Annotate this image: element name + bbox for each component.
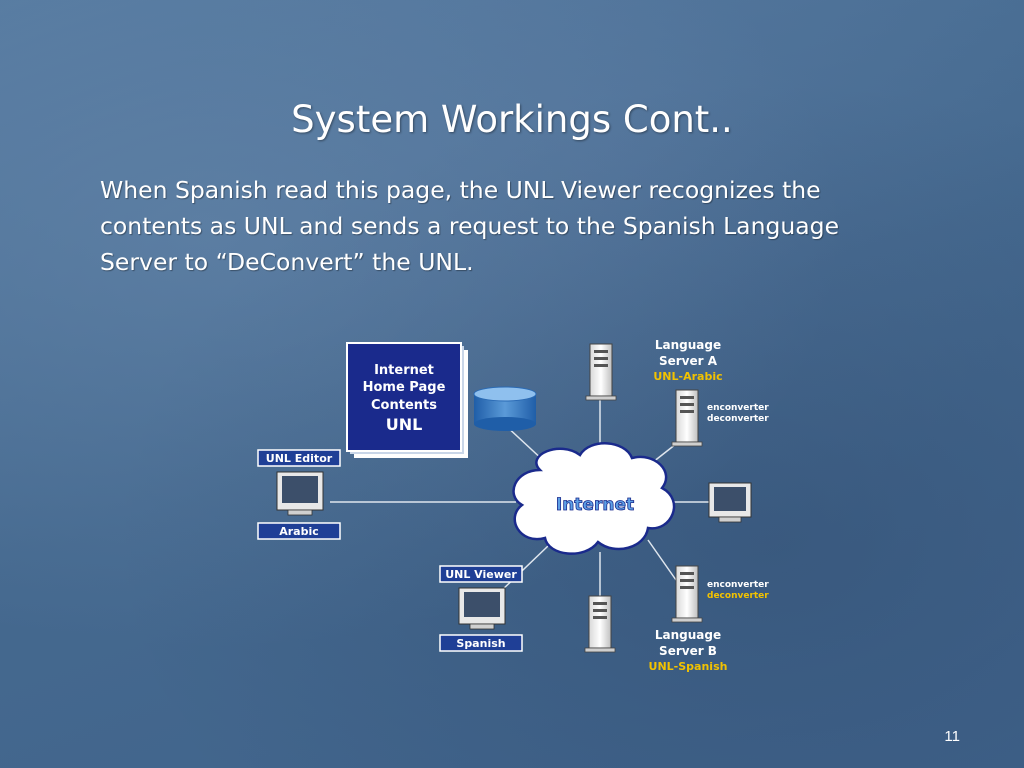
computer-monitor-icon <box>708 482 752 523</box>
server-a-line2: Server A <box>659 354 718 368</box>
server-b-line2: Server B <box>659 644 717 658</box>
slide-title: System Workings Cont.. <box>291 98 733 141</box>
internet-cloud-icon: Internet <box>512 442 676 555</box>
language-server-b-labels: enconverter deconverter Language Server … <box>649 580 770 673</box>
line-cloud-serverB <box>647 539 677 581</box>
computer-monitor-icon <box>458 587 506 630</box>
unl-viewer-language: Spanish <box>456 637 505 650</box>
language-server-a-labels: Language Server A UNL-Arabic enconverter… <box>653 338 769 424</box>
home-page-line2: Home Page <box>363 380 446 395</box>
server-a-line1: Language <box>655 338 721 352</box>
server-tower-icon <box>671 565 703 623</box>
line-cloud-viewer <box>499 545 549 593</box>
page-number: 11 <box>944 728 960 745</box>
home-page-line1: Internet <box>374 363 434 378</box>
server-tower-icon <box>585 343 617 401</box>
home-page-line3: Contents <box>371 398 437 413</box>
server-a-tag: UNL-Arabic <box>653 370 722 383</box>
server-b-line1: Language <box>655 628 721 642</box>
home-page-line4: UNL <box>386 415 423 434</box>
unl-viewer-title: UNL Viewer <box>445 568 517 581</box>
server-b-tag: UNL-Spanish <box>649 660 728 673</box>
server-b-enconverter: enconverter <box>707 580 769 590</box>
internet-cloud-label: Internet <box>556 495 634 515</box>
server-a-deconverter: deconverter <box>707 414 769 424</box>
unl-viewer-node: UNL Viewer Spanish <box>439 565 523 652</box>
unl-editor-language: Arabic <box>279 525 319 538</box>
server-b-deconverter: deconverter <box>707 591 769 601</box>
unl-editor-node: UNL Editor Arabic <box>257 449 341 540</box>
unl-editor-title: UNL Editor <box>266 452 333 465</box>
slide-body-text: When Spanish read this page, the UNL Vie… <box>100 176 840 276</box>
home-page-contents-box: Internet Home Page Contents UNL <box>346 342 468 458</box>
server-tower-icon <box>584 595 616 653</box>
server-tower-icon <box>671 389 703 447</box>
computer-monitor-icon <box>276 471 324 516</box>
connection-lines <box>330 396 712 596</box>
server-a-enconverter: enconverter <box>707 403 769 413</box>
database-icon <box>473 386 537 431</box>
